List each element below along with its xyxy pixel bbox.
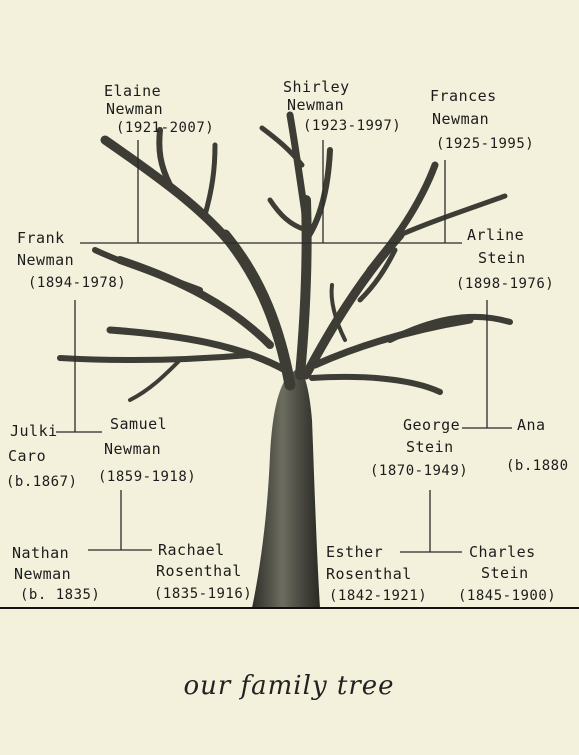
person-years: (1925-1995) (436, 136, 534, 152)
person-first-name: Shirley (283, 78, 350, 96)
tree-illustration (57, 111, 513, 608)
person-george: George Stein (1870-1949) (370, 416, 468, 479)
person-frank: Frank Newman (1894-1978) (17, 229, 126, 291)
page-caption: our family tree (183, 671, 394, 701)
person-years: (1921-2007) (116, 120, 214, 136)
person-last-name: Newman (104, 440, 161, 458)
person-ana: Ana (b.1880 (506, 416, 569, 474)
person-last-name: Stein (406, 438, 454, 456)
person-arline: Arline Stein (1898-1976) (456, 226, 554, 292)
person-samuel: Samuel Newman (1859-1918) (98, 415, 196, 485)
connector-lines (0, 140, 579, 609)
person-shirley: Shirley Newman (1923-1997) (283, 78, 401, 134)
person-years: (1859-1918) (98, 469, 196, 485)
person-years: (b. 1835) (20, 587, 100, 603)
person-nathan: Nathan Newman (b. 1835) (12, 544, 100, 603)
person-last-name: Rosenthal (156, 562, 242, 580)
person-first-name: Frank (17, 229, 65, 247)
person-years: (1870-1949) (370, 463, 468, 479)
person-first-name: Ana (517, 416, 546, 434)
tree-trunk (252, 366, 320, 608)
person-last-name: Newman (17, 251, 74, 269)
person-julki: Julki Caro (b.1867) (6, 422, 77, 490)
person-elaine: Elaine Newman (1921-2007) (104, 82, 214, 136)
person-last-name: Newman (14, 565, 71, 583)
person-first-name: Rachael (158, 541, 225, 559)
person-years: (1923-1997) (303, 118, 401, 134)
person-first-name: Arline (467, 226, 524, 244)
tree-branches (57, 111, 513, 402)
person-last-name: Rosenthal (326, 565, 412, 583)
person-last-name: Stein (481, 564, 529, 582)
person-years: (b.1867) (6, 474, 77, 490)
person-last-name: Caro (8, 447, 46, 465)
person-years: (1898-1976) (456, 276, 554, 292)
person-years: (1894-1978) (28, 275, 126, 291)
person-esther: Esther Rosenthal (1842-1921) (326, 543, 427, 604)
person-rachael: Rachael Rosenthal (1835-1916) (154, 541, 252, 602)
person-years: (b.1880 (506, 458, 569, 474)
person-years: (1835-1916) (154, 586, 252, 602)
person-first-name: Julki (10, 422, 58, 440)
person-first-name: Elaine (104, 82, 161, 100)
person-last-name: Stein (478, 249, 526, 267)
person-charles: Charles Stein (1845-1900) (458, 543, 556, 604)
person-first-name: Nathan (12, 544, 69, 562)
person-frances: Frances Newman (1925-1995) (430, 87, 534, 152)
person-years: (1842-1921) (329, 588, 427, 604)
person-last-name: Newman (106, 100, 163, 118)
person-last-name: Newman (432, 110, 489, 128)
person-first-name: Charles (469, 543, 536, 561)
person-years: (1845-1900) (458, 588, 556, 604)
person-last-name: Newman (287, 96, 344, 114)
person-first-name: George (403, 416, 460, 434)
person-first-name: Samuel (110, 415, 167, 433)
person-first-name: Frances (430, 87, 497, 105)
person-first-name: Esther (326, 543, 383, 561)
